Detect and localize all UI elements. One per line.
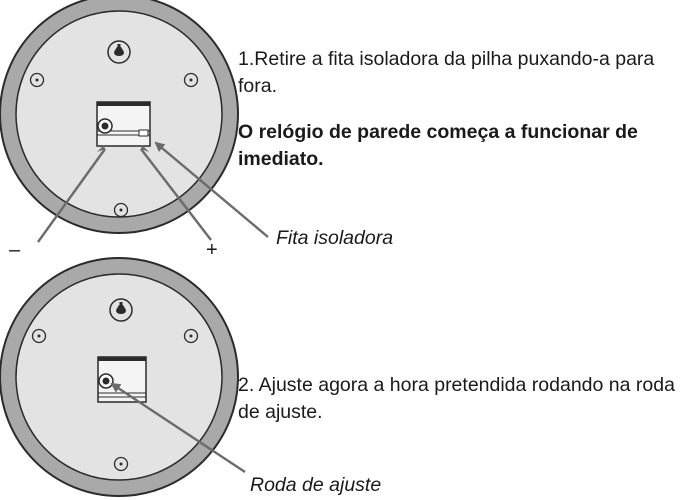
screw-icon [113, 456, 129, 472]
screw-icon [113, 202, 129, 218]
minus-pointer [37, 148, 106, 243]
step2-instruction: 2. Ajuste agora a hora pretendida rodand… [238, 374, 675, 423]
hanging-hole-icon [109, 298, 133, 322]
hanging-hole-icon [107, 40, 131, 64]
insulating-tape-label: Fita isoladora [276, 227, 394, 249]
step1-note: O relógio de parede começa a funcionar d… [238, 121, 638, 170]
battery-compartment [96, 101, 151, 147]
plus-sign: + [206, 239, 218, 261]
screw-icon [183, 328, 199, 344]
tape-pointer [154, 141, 269, 238]
wheel-pointer [110, 382, 246, 474]
plus-pointer [140, 148, 212, 241]
minus-sign: – [9, 239, 21, 261]
screw-icon [183, 72, 199, 88]
clock-top [0, 0, 269, 243]
screw-icon [29, 72, 45, 88]
battery-compartment [97, 356, 147, 403]
step1-instruction: 1.Retire a fita isoladora da pilha puxan… [238, 48, 655, 97]
screw-icon [31, 328, 47, 344]
clock-bottom [0, 257, 246, 497]
adjust-wheel-label: Roda de ajuste [250, 474, 382, 496]
